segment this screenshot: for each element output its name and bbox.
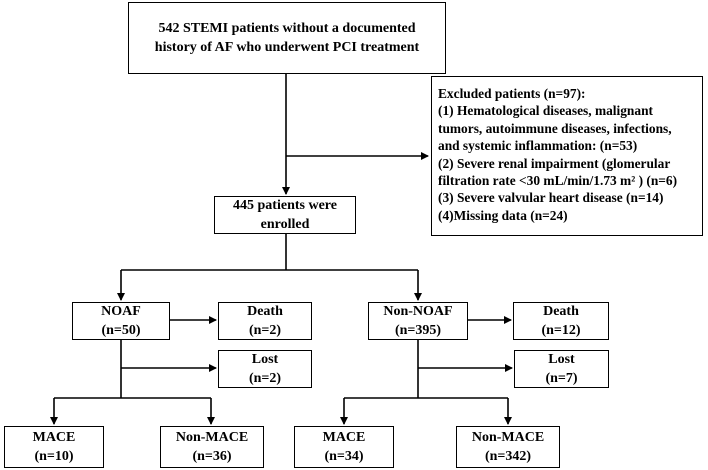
- excluded-line-4: (2) Severe renal impairment (glomerular: [438, 155, 671, 171]
- top-line-2: history of AF who underwent PCI treatmen…: [154, 40, 420, 55]
- nonnoaf-mace-label: MACE: [322, 430, 366, 445]
- top-box: 542 STEMI patients without a documented …: [128, 2, 446, 74]
- noaf-death-label: Death: [247, 304, 283, 319]
- noaf-mace-box: MACE (n=10): [4, 426, 104, 468]
- nonnoaf-lost-box: Lost (n=7): [514, 350, 609, 388]
- noaf-nonmace-box: Non-MACE (n=36): [160, 426, 264, 468]
- noaf-lost-label: Lost: [251, 352, 279, 367]
- nonnoaf-death-label: Death: [543, 304, 579, 319]
- nonnoaf-death-count: (n=12): [541, 323, 581, 338]
- excluded-line-7: (4)Missing data (n=24): [438, 207, 568, 223]
- nonnoaf-count: (n=395): [394, 323, 442, 338]
- noaf-nonmace-count: (n=36): [192, 449, 232, 464]
- top-line-1: 542 STEMI patients without a documented: [158, 21, 416, 36]
- noaf-nonmace-label: Non-MACE: [175, 430, 249, 445]
- nonnoaf-mace-box: MACE (n=34): [294, 426, 394, 468]
- excluded-line-6: (3) Severe valvular heart disease (n=14): [438, 190, 664, 206]
- enrolled-line-2: enrolled: [260, 217, 310, 232]
- nonnoaf-label: Non-NOAF: [383, 304, 453, 319]
- excluded-line-2: tumors, autoimmune diseases, infections,: [438, 120, 672, 136]
- noaf-count: (n=50): [101, 323, 141, 338]
- noaf-lost-count: (n=2): [248, 371, 282, 386]
- nonnoaf-nonmace-label: Non-MACE: [471, 430, 545, 445]
- excluded-box: Excluded patients (n=97): (1) Hematologi…: [431, 76, 703, 236]
- noaf-mace-label: MACE: [32, 430, 76, 445]
- excluded-line-3: and systemic inflammation: (n=53): [438, 138, 638, 154]
- excluded-title: Excluded patients (n=97):: [438, 86, 586, 101]
- enrolled-box: 445 patients were enrolled: [214, 196, 356, 234]
- nonnoaf-lost-count: (n=7): [545, 371, 578, 386]
- noaf-death-count: (n=2): [248, 323, 282, 338]
- noaf-label: NOAF: [101, 304, 141, 319]
- excluded-line-5: filtration rate <30 mL/min/1.73 m² ) (n=…: [438, 173, 678, 189]
- nonnoaf-lost-label: Lost: [548, 352, 575, 367]
- nonnoaf-death-box: Death (n=12): [513, 302, 609, 340]
- nonnoaf-nonmace-count: (n=342): [484, 449, 532, 464]
- enrolled-line-1: 445 patients were: [233, 198, 337, 213]
- noaf-box: NOAF (n=50): [72, 302, 170, 340]
- excluded-line-1: (1) Hematological diseases, malignant: [438, 103, 653, 119]
- noaf-lost-box: Lost (n=2): [218, 350, 312, 388]
- noaf-death-box: Death (n=2): [218, 302, 312, 340]
- noaf-mace-count: (n=10): [34, 449, 74, 464]
- nonnoaf-box: Non-NOAF (n=395): [368, 302, 468, 340]
- nonnoaf-mace-count: (n=34): [324, 449, 364, 464]
- nonnoaf-nonmace-box: Non-MACE (n=342): [456, 426, 560, 468]
